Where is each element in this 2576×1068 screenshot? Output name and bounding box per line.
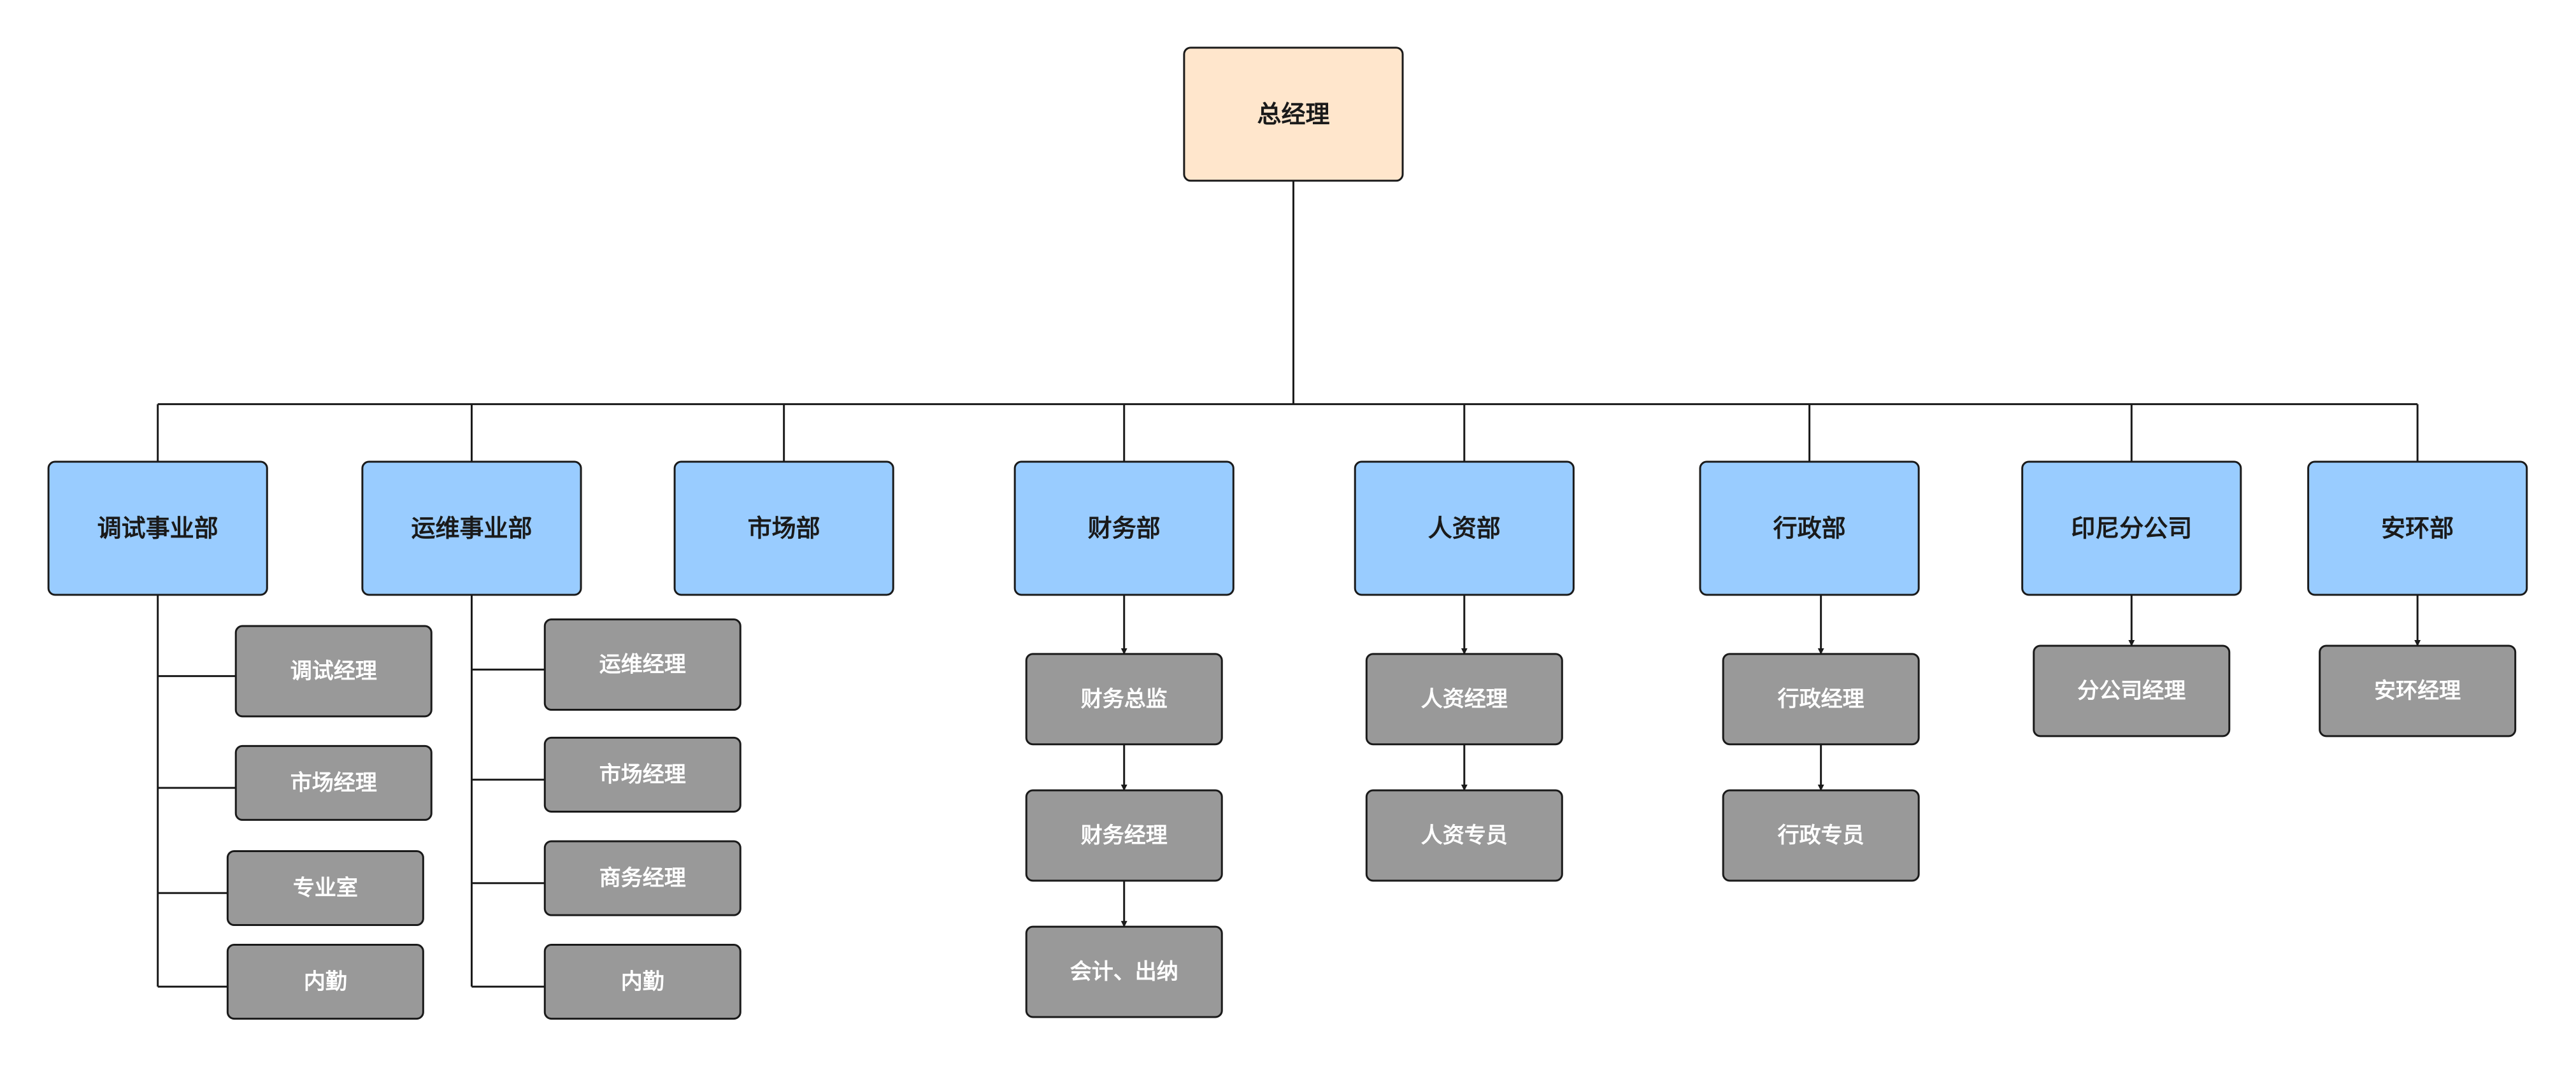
node-role-1-0-box [543, 618, 741, 711]
node-role-4-0-label: 人资经理 [1421, 687, 1508, 712]
node-department-3-label: 财务部 [1088, 514, 1161, 542]
node-role-3-2-label: 会计、出纳 [1070, 959, 1178, 985]
node-department-6: 印尼分公司 [2021, 460, 2242, 596]
node-role-0-1-label: 市场经理 [290, 770, 377, 795]
node-role-6-0: 分公司经理 [2033, 644, 2231, 737]
node-role-0-3-box [226, 944, 424, 1020]
node-department-4-box [1354, 460, 1575, 596]
node-role-3-1: 财务经理 [1025, 789, 1223, 882]
node-role-1-3-label: 内勤 [621, 969, 664, 995]
node-role-7-0: 安环经理 [2319, 644, 2517, 737]
node-role-3-1-label: 财务经理 [1081, 823, 1168, 848]
node-role-0-0: 调试经理 [234, 625, 433, 718]
node-role-1-0: 运维经理 [543, 618, 741, 711]
node-department-6-label: 印尼分公司 [2071, 514, 2192, 542]
node-department-7: 安环部 [2307, 460, 2528, 596]
node-role-5-1-box [1722, 789, 1920, 882]
node-role-0-3: 内勤 [226, 944, 424, 1020]
node-role-1-3: 内勤 [543, 944, 741, 1020]
node-department-5-box [1699, 460, 1920, 596]
node-role-4-1-box [1365, 789, 1563, 882]
node-role-3-0: 财务总监 [1025, 653, 1223, 746]
node-role-5-1: 行政专员 [1722, 789, 1920, 882]
node-role-0-2-label: 专业室 [293, 875, 358, 901]
node-role-6-0-label: 分公司经理 [2077, 678, 2186, 704]
node-role-3-1-box [1025, 789, 1223, 882]
node-role-0-2-box [226, 850, 424, 927]
node-department-7-label: 安环部 [2381, 514, 2454, 542]
node-role-0-1: 市场经理 [234, 744, 433, 821]
node-role-0-1-box [234, 744, 433, 821]
node-department-1: 运维事业部 [361, 460, 582, 596]
node-role-3-2-box [1025, 925, 1223, 1018]
node-department-6-box [2021, 460, 2242, 596]
node-role-1-2-label: 商务经理 [599, 865, 686, 891]
node-department-4: 人资部 [1354, 460, 1575, 596]
node-department-2-label: 市场部 [748, 514, 820, 542]
node-role-1-1-box [543, 736, 741, 813]
node-role-3-0-box [1025, 653, 1223, 746]
node-role-3-0-label: 财务总监 [1081, 687, 1168, 712]
node-role-0-0-box [234, 625, 433, 718]
node-role-0-2: 专业室 [226, 850, 424, 927]
node-department-5-label: 行政部 [1773, 514, 1846, 542]
node-role-4-0: 人资经理 [1365, 653, 1563, 746]
node-role-1-2-box [543, 840, 741, 916]
node-role-1-1-label: 市场经理 [599, 762, 686, 787]
node-department-7-box [2307, 460, 2528, 596]
node-role-7-0-box [2319, 644, 2517, 737]
node-department-1-label: 运维事业部 [411, 514, 532, 542]
node-role-4-1-label: 人资专员 [1421, 823, 1508, 848]
node-department-2-box [673, 460, 894, 596]
node-department-3: 财务部 [1013, 460, 1234, 596]
node-role-4-1: 人资专员 [1365, 789, 1563, 882]
node-department-3-box [1013, 460, 1234, 596]
node-root: 总经理 [1183, 46, 1404, 182]
node-role-6-0-box [2033, 644, 2231, 737]
node-department-0: 调试事业部 [47, 460, 268, 596]
node-role-5-1-label: 行政专员 [1778, 823, 1864, 848]
node-root-box [1183, 46, 1404, 182]
node-root-label: 总经理 [1257, 100, 1329, 128]
node-role-1-0-label: 运维经理 [599, 652, 686, 678]
node-role-0-0-label: 调试经理 [290, 659, 377, 684]
connectors [157, 180, 2421, 988]
node-department-1-box [361, 460, 582, 596]
node-role-1-3-box [543, 944, 741, 1020]
node-role-0-3-label: 内勤 [304, 969, 347, 995]
node-role-4-0-box [1365, 653, 1563, 746]
node-role-1-2: 商务经理 [543, 840, 741, 916]
node-role-5-0: 行政经理 [1722, 653, 1920, 746]
node-role-7-0-label: 安环经理 [2374, 678, 2461, 704]
node-role-3-2: 会计、出纳 [1025, 925, 1223, 1018]
node-role-5-0-box [1722, 653, 1920, 746]
node-role-1-1: 市场经理 [543, 736, 741, 813]
node-department-0-box [47, 460, 268, 596]
node-department-0-label: 调试事业部 [97, 514, 218, 542]
node-role-5-0-label: 行政经理 [1778, 687, 1864, 712]
node-department-5: 行政部 [1699, 460, 1920, 596]
node-department-4-label: 人资部 [1428, 514, 1501, 542]
node-department-2: 市场部 [673, 460, 894, 596]
